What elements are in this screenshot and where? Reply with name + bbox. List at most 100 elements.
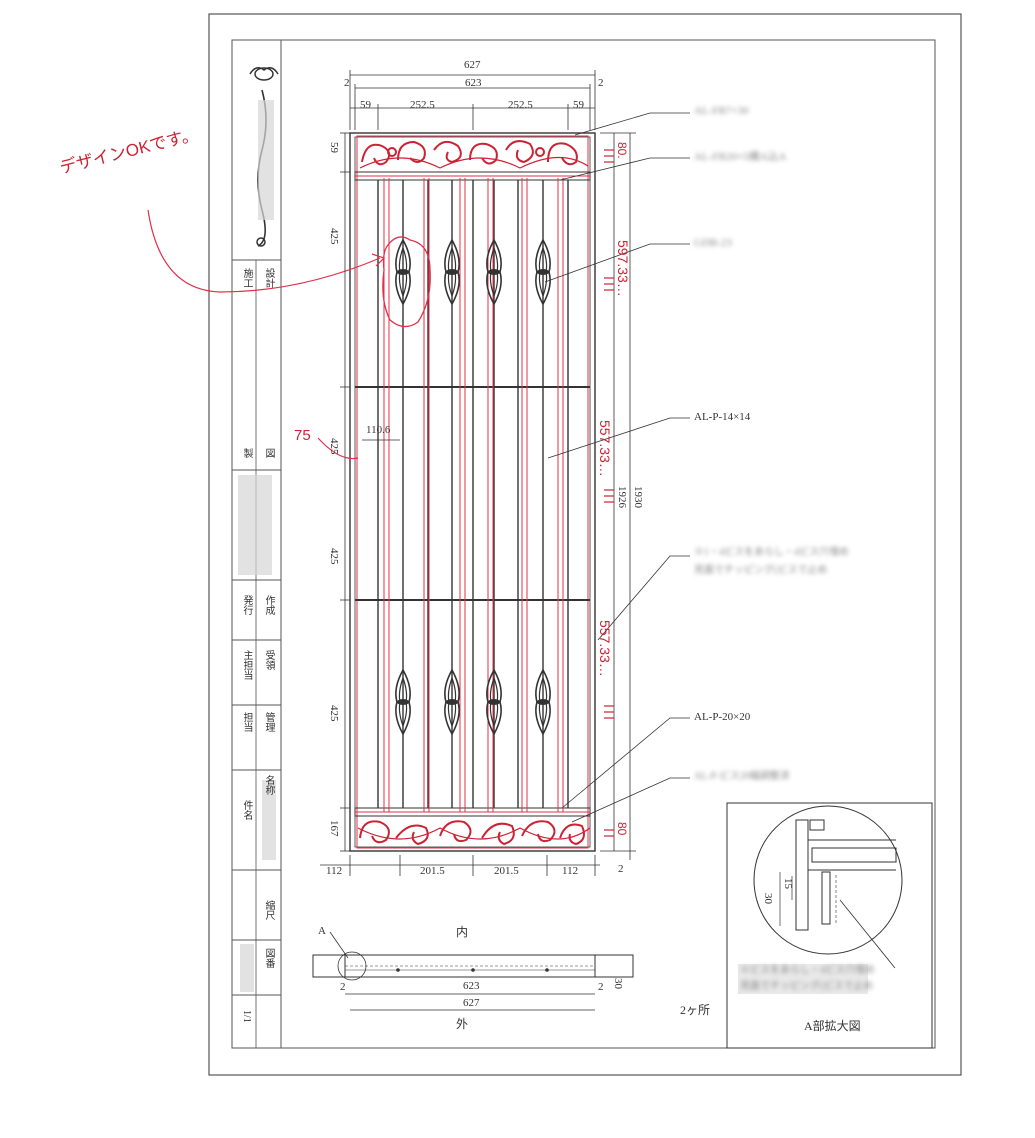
outer-frame [208, 13, 962, 1076]
red-note-right-top-dim: 597.33… [615, 240, 631, 297]
tb-label-9: 管理 [263, 712, 274, 732]
plan-dim-2-right: 2 [598, 981, 604, 993]
baluster-ornament [444, 238, 460, 306]
dim-left-seg-5: 425 [328, 705, 340, 722]
plan-inner: 内 [456, 925, 469, 939]
callout-second-rail: AL-FB20×5横A込A [694, 151, 787, 163]
detail-dim-15: 15 [782, 878, 794, 889]
red-note-right-low-dim: 557.33… [597, 620, 613, 677]
blurred-company-name [258, 100, 274, 220]
right-dimensions [600, 132, 636, 860]
detail-a-marker [337, 951, 367, 981]
callout-bottom-rail: AL-P-ビス20幅調整済 [694, 771, 790, 782]
tb-label-11: 件名 [241, 800, 252, 820]
tb-label-7: 受領 [263, 650, 274, 670]
tb-label-4: 発行 [241, 595, 252, 615]
highlight-ornament-circle [382, 236, 431, 328]
plan-dim-623: 623 [463, 980, 480, 992]
callout-ornament: GDB-23 [694, 237, 732, 249]
red-right-ticks [604, 149, 614, 837]
dim-right-1926: 1926 [616, 486, 628, 508]
dim-bottom-seg-1: 112 [326, 865, 343, 877]
dim-left-seg-2: 425 [328, 228, 340, 245]
bottom-dimensions [320, 855, 600, 876]
dim-left-seg-6: 167 [328, 820, 340, 837]
red-note-right-mid-dim: 557.33… [597, 420, 613, 477]
plan-outer: 外 [456, 1017, 469, 1031]
dim-left-seg-3: 425 [328, 438, 340, 455]
baluster-ornament [535, 668, 551, 736]
blurred-client-name [238, 475, 272, 575]
tb-label-6: 主担当 [241, 650, 252, 680]
tb-label-10: 名称 [263, 775, 274, 795]
dim-top-seg-2: 252.5 [410, 99, 435, 111]
detail-note-2: 見面でチッピング(ビスで止め [740, 981, 874, 992]
left-dimensions [340, 132, 400, 852]
dim-top-gap-right: 2 [598, 77, 604, 89]
detail-title: A部拡大図 [804, 1019, 861, 1033]
top-dimensions [349, 70, 596, 130]
baluster-ornament [395, 668, 411, 736]
red-note-right-bottom: 80 [615, 822, 629, 836]
detail-note-1: ※ビスをあらし・4ビス穴埋め [740, 965, 875, 976]
tb-label-0: 施工 [241, 268, 252, 288]
baluster-ornament [535, 238, 551, 306]
baluster-ornaments [395, 238, 551, 736]
red-pointer-line [147, 209, 381, 293]
blurred-project-name [262, 780, 276, 860]
blurred-drawing-number [240, 944, 254, 992]
dim-top-seg-1: 59 [360, 99, 371, 111]
dim-top-total: 627 [464, 59, 481, 71]
callout-leaders [544, 112, 690, 823]
dim-right-1930: 1930 [632, 486, 644, 508]
dim-left-seg-1: 59 [328, 142, 340, 153]
plan-view [312, 931, 634, 1011]
dim-right-gap: 2 [618, 863, 624, 875]
baluster-ornament [486, 668, 502, 736]
inner-frame [231, 39, 936, 1049]
bottom-scroll-panel [357, 820, 591, 846]
dim-top-inner: 623 [465, 77, 482, 89]
dim-top-seg-4: 59 [573, 99, 584, 111]
top-scroll-panel [359, 140, 589, 169]
tb-label-12: 縮尺 [263, 900, 274, 920]
callout-note-2: 見面でチッピング(ビスで止め [694, 565, 828, 576]
red-75-leader [317, 437, 359, 460]
title-block [232, 40, 282, 1048]
red-frame-overlay [356, 135, 589, 849]
tb-label-2: 製 [241, 448, 252, 458]
tb-label-3: 図 [263, 448, 274, 458]
tb-label-14: 1/1 [241, 1010, 252, 1023]
plan-label-a: A [318, 925, 326, 937]
fence-outer-frame [349, 132, 596, 852]
baluster-ornament [444, 668, 460, 736]
callout-top-rail: AL-FB7×30 [694, 105, 749, 117]
elevation-view [147, 132, 596, 852]
plan-dim-2-left: 2 [340, 981, 346, 993]
plan-count: 2ヶ所 [680, 1003, 711, 1017]
tb-label-8: 担当 [241, 712, 252, 732]
dim-bottom-seg-4: 112 [562, 865, 579, 877]
dim-top-seg-3: 252.5 [508, 99, 533, 111]
plan-dim-627: 627 [463, 997, 480, 1009]
tb-label-13: 図番 [263, 948, 274, 968]
dim-bottom-seg-3: 201.5 [494, 865, 519, 877]
red-note-75: 75 [294, 427, 311, 444]
tb-label-1: 設計 [263, 268, 274, 288]
detail-dim-30: 30 [762, 893, 774, 904]
dim-bar-gap: 110.6 [366, 424, 391, 436]
dim-bottom-seg-2: 201.5 [420, 865, 445, 877]
baluster-ornament [395, 238, 411, 306]
dim-top-gap-left: 2 [344, 77, 350, 89]
detail-a-box [726, 802, 933, 1049]
tb-label-5: 作成 [263, 595, 274, 615]
baluster-ornament [486, 238, 502, 306]
red-note-right-top: 80. [615, 142, 629, 159]
callout-bar: AL-P-14×14 [694, 411, 751, 423]
dim-left-seg-4: 425 [328, 548, 340, 565]
callout-lower-rail: AL-P-20×20 [694, 711, 751, 723]
callout-note-1: ※1・4ビスをあらし・4ビス穴埋め [694, 547, 849, 558]
